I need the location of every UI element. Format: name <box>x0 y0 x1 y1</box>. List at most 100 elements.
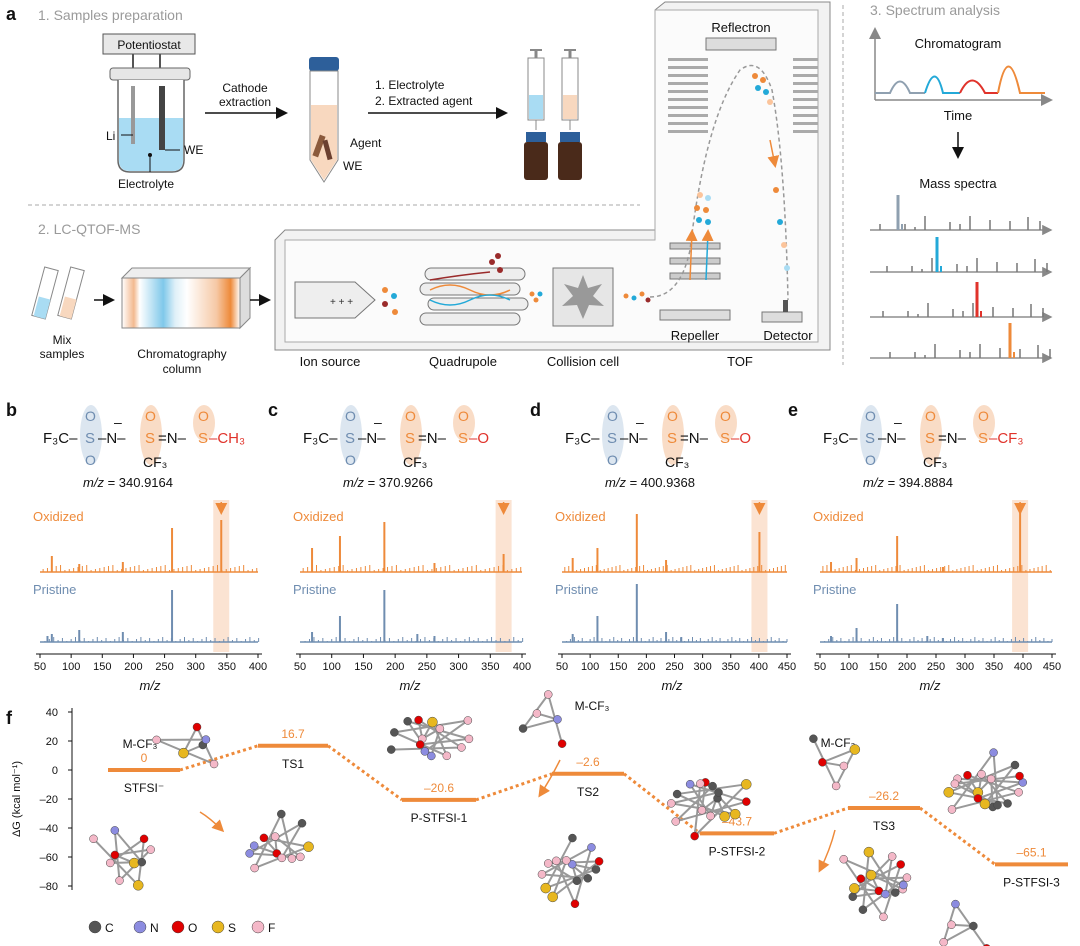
sulfonyl-highlight <box>140 405 162 465</box>
column-label-1: Chromatography <box>137 347 226 361</box>
atom-O <box>818 758 827 767</box>
x-tick-label: 300 <box>449 661 467 673</box>
panel-b-label: b <box>6 400 17 420</box>
collision-cell-label: Collision cell <box>547 354 619 369</box>
atom-F <box>696 779 705 788</box>
atom-C <box>591 865 601 874</box>
sulfur-text: S <box>925 430 935 447</box>
bond <box>253 813 283 869</box>
x-tick-label: 50 <box>814 661 826 673</box>
x-tick-label: 200 <box>386 661 404 673</box>
atom-S <box>863 846 875 858</box>
atom-F <box>697 806 707 815</box>
oxygen-text: O <box>720 408 731 424</box>
atom-S <box>865 869 877 881</box>
extraction-tube <box>309 57 339 183</box>
sulfur-text: S <box>607 430 617 447</box>
atom-C <box>858 905 868 914</box>
detector-label: Detector <box>763 328 813 343</box>
bond <box>431 721 448 757</box>
chromatography-column <box>120 266 252 330</box>
bond <box>574 847 593 905</box>
x-tick-label: 100 <box>62 661 80 673</box>
charge-text: – <box>636 414 644 430</box>
oxygen-text: O <box>85 408 96 424</box>
x-tick-label: 400 <box>1014 661 1032 673</box>
repeller-label: Repeller <box>671 328 720 343</box>
atom-C <box>891 888 900 897</box>
panel-a-label: a <box>6 4 17 24</box>
x-tick-label: 100 <box>323 661 341 673</box>
atom-N <box>899 880 908 890</box>
bond <box>114 829 143 863</box>
x-tick-label: 450 <box>1043 661 1061 673</box>
y-tick-label: 40 <box>46 707 58 719</box>
syringes-vials <box>524 49 582 180</box>
bond <box>861 851 870 910</box>
atom-C <box>297 818 307 828</box>
x-axis-title: m/z <box>920 678 941 693</box>
legend-swatch-O <box>171 920 185 934</box>
sulfonyl-highlight <box>453 405 475 441</box>
bond <box>671 791 719 805</box>
atom-C <box>568 833 577 843</box>
atom-C <box>1003 799 1012 808</box>
x-axis-title: m/z <box>662 678 683 693</box>
bond <box>977 781 1024 800</box>
bond <box>555 860 576 905</box>
atom-O <box>414 715 423 725</box>
bond <box>943 925 974 944</box>
atom-C <box>809 734 818 743</box>
atom-C <box>518 724 528 733</box>
species-label: P-STFSI-1 <box>411 811 468 825</box>
section1-title: 1. Samples preparation <box>38 7 183 23</box>
x-tick-label: 200 <box>124 661 142 673</box>
atom-N <box>245 849 254 858</box>
x-tick-label: 400 <box>249 661 267 673</box>
atom-F <box>435 724 445 733</box>
target-band <box>1012 500 1029 652</box>
atom-C <box>386 745 396 754</box>
bond <box>868 851 897 894</box>
species-label: STFSI⁻ <box>124 781 164 795</box>
mix-samples <box>31 266 85 320</box>
time-label: Time <box>944 108 972 123</box>
sulfur-text: S <box>667 430 677 447</box>
atom-C <box>969 921 978 931</box>
atom-F <box>831 781 841 791</box>
sulfonyl-highlight <box>973 405 995 441</box>
sulfonyl-highlight <box>860 405 882 465</box>
electrochemical-cell: Potentiostat <box>102 33 196 173</box>
oxygen-text: O <box>865 408 876 424</box>
atom-O <box>192 722 202 732</box>
bond <box>675 785 714 823</box>
reaction-arrow <box>538 759 561 798</box>
chromatogram-plot <box>869 27 1053 106</box>
sulfur-text: S <box>345 430 355 447</box>
atom-S <box>849 744 861 755</box>
x-tick-label: 150 <box>609 661 627 673</box>
atom-F <box>287 854 297 863</box>
oxidized-label: Oxidized <box>555 509 606 524</box>
sulfonyl-highlight <box>80 405 102 465</box>
mz-label: m/z = 340.9164 <box>83 475 173 490</box>
svg-text:+ + +: + + + <box>330 297 353 308</box>
species-label: TS2 <box>577 785 599 799</box>
oxygen-text: O <box>667 408 678 424</box>
atom-O <box>110 850 120 860</box>
target-band <box>495 500 512 652</box>
atom-O <box>570 899 580 909</box>
bond <box>842 858 885 918</box>
section2-title: 2. LC-QTOF-MS <box>38 221 140 237</box>
ms-instrument: + + + <box>274 1 831 351</box>
atom-F <box>552 856 561 866</box>
energy-value: –20.6 <box>424 781 454 795</box>
sulfonyl-highlight <box>920 405 942 465</box>
legend-label: O <box>188 921 197 935</box>
species-label: TS1 <box>282 757 304 771</box>
atom-F <box>939 937 948 946</box>
charge-text: – <box>374 414 382 430</box>
atom-F <box>442 751 452 761</box>
